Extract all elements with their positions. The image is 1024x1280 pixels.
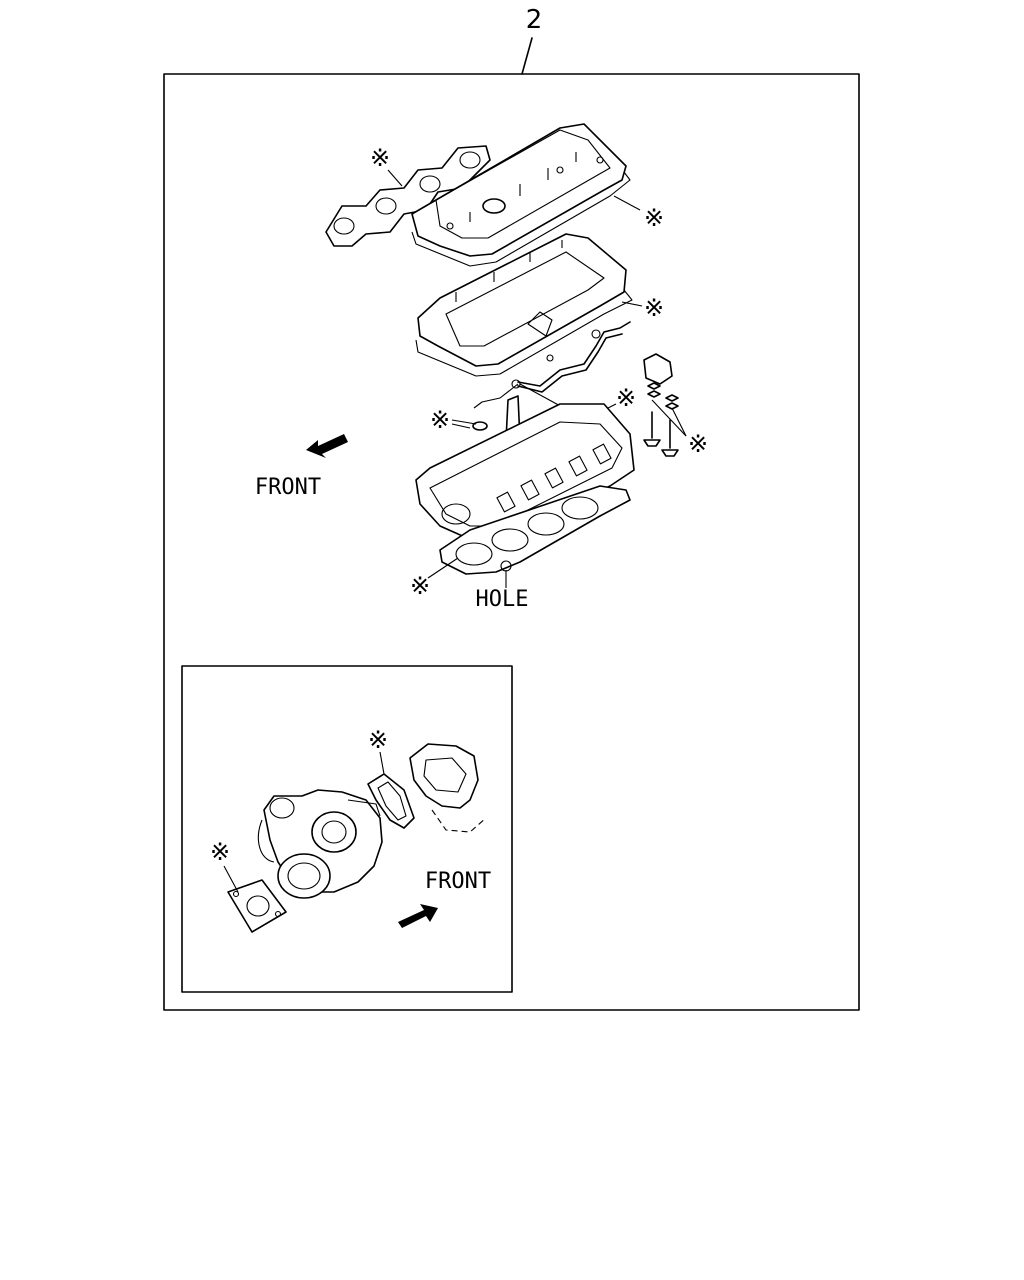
asterisk-marker-icon: ※ <box>644 204 664 232</box>
arrow-right-icon <box>398 904 438 928</box>
reference-leader <box>521 37 533 75</box>
asterisk-marker-icon: ※ <box>210 838 230 866</box>
asterisk-marker-icon: ※ <box>616 384 636 412</box>
rocker-housing-gasket[interactable] <box>415 289 633 377</box>
cylinder-head-cover[interactable] <box>411 123 627 257</box>
marker-cover-gasket: ※ <box>613 195 664 232</box>
marker-inlet-gasket: ※ <box>210 838 239 893</box>
injector-pipe[interactable] <box>473 321 631 409</box>
cylinder-head-cover-gasket[interactable] <box>411 171 631 267</box>
front-direction-inset: FRONT <box>398 869 491 928</box>
marker-valve-stem-seal: ※ <box>651 399 708 458</box>
marker-head-gasket: ※ <box>410 557 459 600</box>
marker-outlet-gasket: ※ <box>368 726 388 775</box>
cylinder-head-gasket[interactable] <box>439 485 631 575</box>
asterisk-marker-icon: ※ <box>410 572 430 600</box>
exhaust-manifold-gasket[interactable] <box>325 145 491 247</box>
front-label-main: FRONT <box>255 475 321 500</box>
marker-injector-washer: ※ <box>430 406 477 434</box>
injector-seal-washer[interactable] <box>472 421 488 431</box>
valve-assembly[interactable] <box>643 353 679 457</box>
reference-number: 2 <box>526 5 543 35</box>
asterisk-marker-icon: ※ <box>370 144 390 172</box>
turbocharger[interactable] <box>257 789 383 899</box>
turbocharger-inlet-gasket[interactable] <box>227 879 287 933</box>
inset-frame <box>181 665 513 993</box>
asterisk-marker-icon: ※ <box>688 430 708 458</box>
hole-callout: HOLE <box>476 570 529 612</box>
asterisk-marker-icon: ※ <box>368 726 388 754</box>
hole-label: HOLE <box>476 587 529 612</box>
asterisk-marker-icon: ※ <box>430 406 450 434</box>
rocker-housing[interactable] <box>417 233 627 367</box>
marker-rocker-gasket: ※ <box>621 294 664 322</box>
outer-frame <box>163 73 860 1011</box>
marker-manifold: ※ <box>370 144 403 187</box>
cylinder-head[interactable] <box>415 403 635 543</box>
front-label-inset: FRONT <box>425 869 491 894</box>
front-direction-main: FRONT <box>255 434 348 500</box>
asterisk-marker-icon: ※ <box>644 294 664 322</box>
turbocharger-outlet-housing[interactable] <box>409 743 487 833</box>
arrow-left-icon <box>306 434 348 458</box>
turbocharger-outlet-gasket[interactable] <box>367 773 415 829</box>
